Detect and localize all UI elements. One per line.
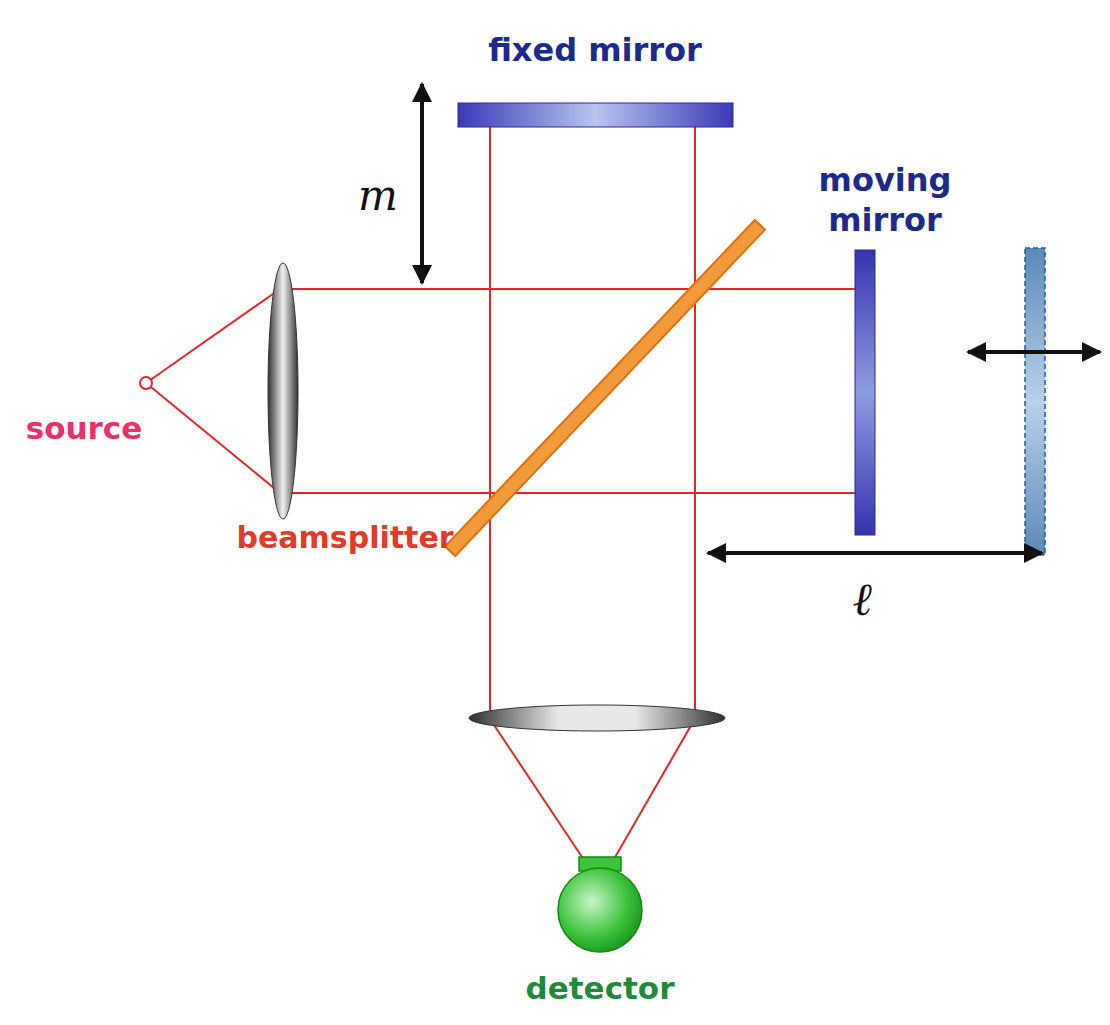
dimension-label: m xyxy=(358,170,398,223)
fixed-mirror xyxy=(458,103,733,127)
detector-symbol xyxy=(558,857,642,952)
part-label: detector xyxy=(526,969,675,1008)
light-source xyxy=(140,377,152,389)
part-label: source xyxy=(26,409,143,448)
light-beams xyxy=(146,127,855,866)
moving-mirror-ghost xyxy=(1025,248,1045,555)
focusing-lens xyxy=(469,705,725,731)
dimension-label: ℓ xyxy=(852,571,871,629)
collimating-lens xyxy=(268,263,298,519)
part-label: moving mirror xyxy=(765,160,1005,240)
l-dimension-arrow xyxy=(708,551,1042,555)
part-label: fixed mirror xyxy=(485,30,705,70)
moving-mirror xyxy=(855,250,875,535)
beamsplitter-plate xyxy=(445,220,765,556)
part-label: beamsplitter xyxy=(236,519,453,557)
m-dimension-arrow xyxy=(420,84,424,283)
travel-arrow xyxy=(968,350,1100,354)
